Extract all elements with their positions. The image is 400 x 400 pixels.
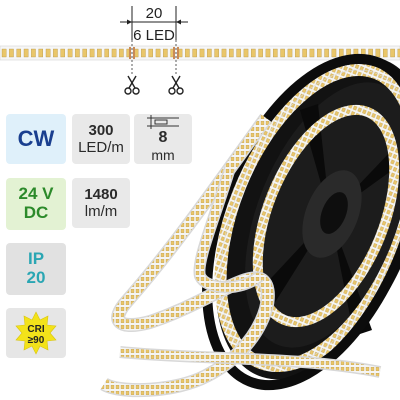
led-strip-straight bbox=[0, 45, 400, 61]
led-chip bbox=[1, 48, 7, 58]
led-chip bbox=[75, 48, 80, 58]
color-temperature-tile: CW bbox=[6, 114, 66, 164]
color-temperature-label: CW bbox=[17, 125, 55, 151]
star-badge-icon: CRI ≥90 bbox=[15, 311, 57, 355]
cri-tile: CRI ≥90 bbox=[6, 308, 66, 358]
led-chip bbox=[16, 48, 22, 58]
luminous-flux-unit: lm/m bbox=[84, 203, 118, 220]
voltage-type: DC bbox=[23, 203, 49, 222]
led-chip bbox=[97, 48, 102, 58]
led-density-value: 300 bbox=[88, 121, 114, 139]
segment-dimension-drawing: 20 6 LED bbox=[0, 5, 400, 95]
led-chip bbox=[221, 48, 227, 58]
loose-led-strip bbox=[100, 113, 382, 398]
led-chip bbox=[324, 48, 329, 58]
led-chip bbox=[265, 48, 271, 58]
cri-value: ≥90 bbox=[28, 335, 45, 346]
ip-value: 20 bbox=[26, 268, 46, 287]
led-chip bbox=[53, 48, 58, 58]
led-chip bbox=[207, 48, 212, 58]
led-chip bbox=[192, 48, 197, 58]
led-chip bbox=[309, 48, 315, 58]
led-chip bbox=[390, 48, 395, 58]
led-chip bbox=[38, 48, 44, 58]
led-chip bbox=[9, 48, 14, 58]
strip-width-value: 8 bbox=[158, 128, 168, 146]
led-chip bbox=[89, 48, 95, 58]
led-chip bbox=[31, 48, 36, 58]
led-chip bbox=[148, 48, 153, 58]
cri-label: CRI bbox=[27, 324, 44, 335]
led-chip bbox=[82, 48, 87, 58]
led-chip bbox=[302, 48, 307, 58]
led-chip bbox=[331, 48, 337, 58]
led-chip bbox=[67, 48, 73, 58]
led-strip-reel-illustration bbox=[100, 53, 400, 398]
solder-pad bbox=[173, 47, 175, 59]
voltage-tile: 24 V DC bbox=[6, 178, 66, 230]
led-chip bbox=[383, 48, 388, 58]
led-chip bbox=[119, 48, 124, 58]
solder-pad bbox=[133, 47, 135, 59]
scissors-icon bbox=[168, 75, 184, 95]
led-chip bbox=[258, 48, 263, 58]
strip-width-tile: 8 mm bbox=[134, 114, 192, 164]
led-chip bbox=[199, 48, 205, 58]
strip-width-unit: mm bbox=[151, 147, 175, 164]
segment-length-label: 20 bbox=[146, 5, 163, 22]
segment-leds-label: 6 LED bbox=[133, 27, 175, 44]
luminous-flux-tile: 1480 lm/m bbox=[72, 178, 130, 228]
led-chip bbox=[185, 48, 190, 58]
led-chip bbox=[104, 48, 109, 58]
led-chip bbox=[155, 48, 161, 58]
solder-pad bbox=[177, 47, 179, 59]
led-chip bbox=[163, 48, 168, 58]
scissors-icon bbox=[124, 75, 140, 95]
led-chip bbox=[229, 48, 234, 58]
led-chip bbox=[317, 48, 322, 58]
led-chip bbox=[295, 48, 300, 58]
led-chip bbox=[280, 48, 285, 58]
ip-rating-tile: IP 20 bbox=[6, 243, 66, 295]
led-chip bbox=[60, 48, 65, 58]
led-chip bbox=[287, 48, 293, 58]
voltage-value: 24 V bbox=[18, 184, 54, 204]
led-chip bbox=[45, 48, 51, 58]
ip-label: IP bbox=[27, 249, 45, 269]
led-density-unit: LED/m bbox=[78, 139, 124, 156]
led-density-tile: 300 LED/m bbox=[72, 114, 130, 164]
led-chip bbox=[23, 48, 29, 58]
led-chip bbox=[141, 48, 146, 58]
solder-pad bbox=[129, 47, 131, 59]
led-chip bbox=[236, 48, 241, 58]
led-chip bbox=[243, 48, 249, 58]
led-chip bbox=[111, 48, 117, 58]
luminous-flux-value: 1480 bbox=[84, 185, 118, 203]
led-chip bbox=[214, 48, 219, 58]
led-chip bbox=[273, 48, 278, 58]
ruler-width-icon bbox=[147, 114, 179, 129]
led-chip bbox=[251, 48, 256, 58]
